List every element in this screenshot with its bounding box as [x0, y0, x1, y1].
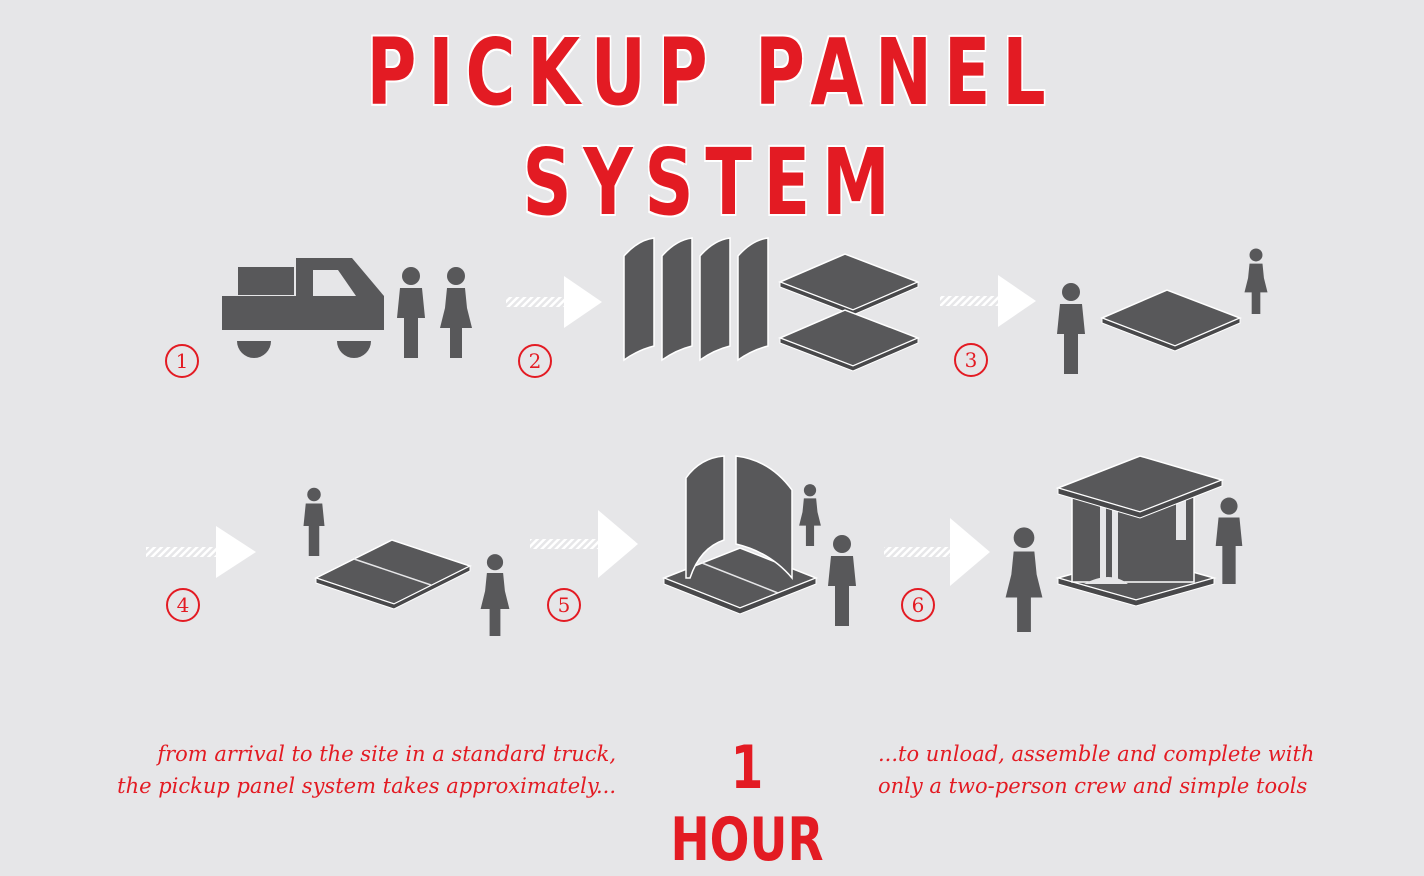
arrow-icon — [530, 510, 638, 578]
svg-text:2: 2 — [529, 349, 542, 373]
arrow-icon — [146, 526, 256, 578]
cabin-icon — [1055, 455, 1225, 607]
footer-left-caption: from arrival to the site in a standard t… — [117, 738, 616, 802]
man-icon — [1057, 283, 1085, 374]
step-number: 6 — [901, 588, 935, 622]
man-icon — [397, 267, 425, 358]
svg-text:5: 5 — [558, 593, 571, 617]
arrow-icon — [506, 276, 602, 328]
svg-text:4: 4 — [177, 593, 190, 617]
assembly-diagram: 1 2 3 — [146, 237, 1268, 636]
step-4: 4 — [166, 487, 510, 636]
svg-text:1: 1 — [176, 349, 189, 373]
step-6: 6 — [901, 455, 1243, 632]
floor-panels-icon — [314, 539, 472, 610]
step-5: 5 — [547, 455, 856, 626]
step-number: 5 — [547, 588, 581, 622]
step-number: 3 — [954, 343, 988, 377]
wall-panels-icon — [623, 237, 769, 362]
svg-text:6: 6 — [912, 593, 925, 617]
caption-line: ...to unload, assemble and complete with — [878, 742, 1315, 766]
step-3: 3 — [954, 248, 1268, 377]
svg-text:3: 3 — [965, 348, 978, 372]
page-title: PICKUP PANEL SYSTEM — [366, 19, 1058, 237]
floor-panels-icon — [779, 253, 919, 372]
step-number: 2 — [518, 344, 552, 378]
woman-icon — [440, 267, 472, 358]
arrow-icon — [884, 518, 990, 586]
man-icon — [303, 487, 325, 556]
duration-label: 1 HOUR — [670, 733, 824, 875]
footer-right-caption: ...to unload, assemble and complete with… — [878, 738, 1314, 802]
arrow-icon — [940, 275, 1036, 327]
caption-line: only a two-person crew and simple tools — [878, 774, 1308, 798]
step-number: 1 — [165, 344, 199, 378]
woman-icon — [799, 484, 821, 546]
woman-icon — [1244, 248, 1268, 314]
step-number: 4 — [166, 588, 200, 622]
man-icon — [1215, 497, 1243, 584]
caption-line: from arrival to the site in a standard t… — [157, 742, 616, 766]
caption-line: the pickup panel system takes approximat… — [117, 774, 616, 798]
step-2: 2 — [518, 237, 919, 378]
truck-icon — [222, 258, 384, 358]
step-1: 1 — [165, 258, 472, 378]
walls-icon — [661, 455, 819, 615]
woman-icon — [480, 554, 510, 636]
man-icon — [828, 535, 856, 626]
floor-panel-icon — [1101, 289, 1241, 352]
woman-icon — [1005, 527, 1043, 632]
